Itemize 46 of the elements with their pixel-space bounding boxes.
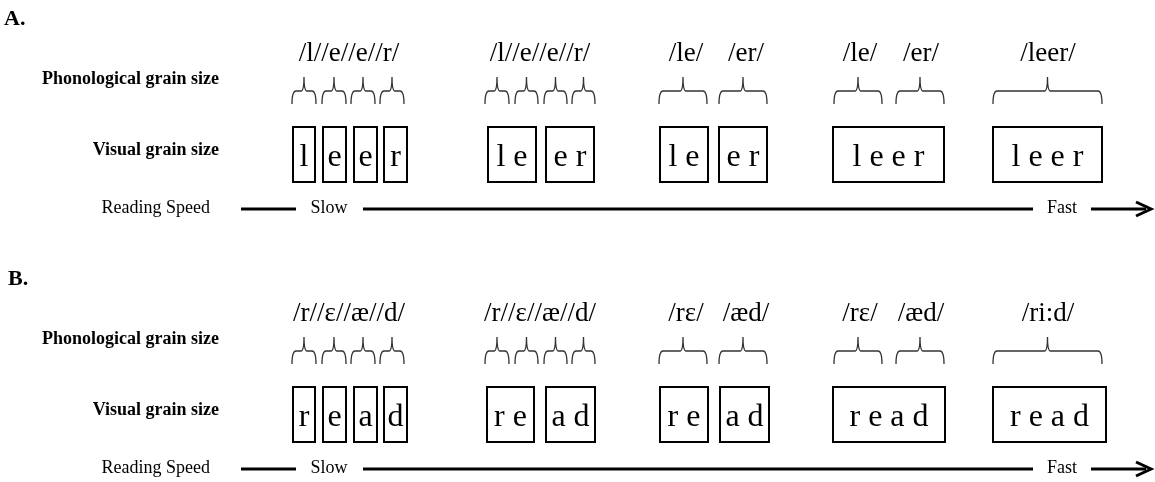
phoneme-text: /l//e//e//r/ xyxy=(489,38,591,68)
grapheme-box: r e xyxy=(486,386,535,443)
speed-label: Slow xyxy=(310,198,348,218)
grapheme-box: e xyxy=(322,386,347,443)
speed-label: Fast xyxy=(1047,458,1077,478)
grapheme-box: e xyxy=(322,126,347,183)
phoneme-text: /æd/ xyxy=(897,298,945,328)
grapheme-box: a d xyxy=(719,386,770,443)
phoneme-text: /l//e//e//r/ xyxy=(298,38,400,68)
grapheme-box: r xyxy=(383,126,408,183)
grapheme-box: a d xyxy=(545,386,596,443)
phoneme-text: /æd/ xyxy=(722,298,770,328)
speed-label: Slow xyxy=(310,458,348,478)
row-label: Phonological grain size xyxy=(42,69,219,89)
grapheme-box: r e a d xyxy=(992,386,1107,443)
row-label: Reading Speed xyxy=(101,458,210,478)
row-label: Visual grain size xyxy=(92,400,219,420)
phoneme-text: /r//ε//æ//d/ xyxy=(484,298,596,328)
grapheme-box: d xyxy=(383,386,408,443)
row-label: Reading Speed xyxy=(101,198,210,218)
phoneme-text: /ri:d/ xyxy=(1021,298,1075,328)
grapheme-box: l e e r xyxy=(832,126,945,183)
grapheme-box: l e xyxy=(487,126,537,183)
grapheme-box: l e e r xyxy=(992,126,1103,183)
phoneme-text: /r//ε//æ//d/ xyxy=(293,298,405,328)
phoneme-text: /le/ xyxy=(668,38,704,68)
phoneme-text: /rε/ xyxy=(668,298,704,328)
row-label: Phonological grain size xyxy=(42,329,219,349)
speed-label: Fast xyxy=(1047,198,1077,218)
grapheme-box: e r xyxy=(718,126,768,183)
grapheme-box: e r xyxy=(545,126,595,183)
panel-label: A. xyxy=(4,6,26,31)
row-label: Visual grain size xyxy=(92,140,219,160)
grapheme-box: e xyxy=(353,126,378,183)
phoneme-text: /er/ xyxy=(728,38,764,68)
phoneme-text: /leer/ xyxy=(1020,38,1076,68)
phoneme-text: /er/ xyxy=(903,38,939,68)
grapheme-box: l xyxy=(292,126,316,183)
phoneme-text: /le/ xyxy=(842,38,878,68)
panel-label: B. xyxy=(8,266,29,291)
grapheme-box: r e a d xyxy=(832,386,946,443)
grapheme-box: l e xyxy=(659,126,709,183)
grapheme-box: r e xyxy=(659,386,709,443)
grapheme-box: a xyxy=(353,386,378,443)
phoneme-text: /rε/ xyxy=(842,298,878,328)
grapheme-box: r xyxy=(292,386,316,443)
